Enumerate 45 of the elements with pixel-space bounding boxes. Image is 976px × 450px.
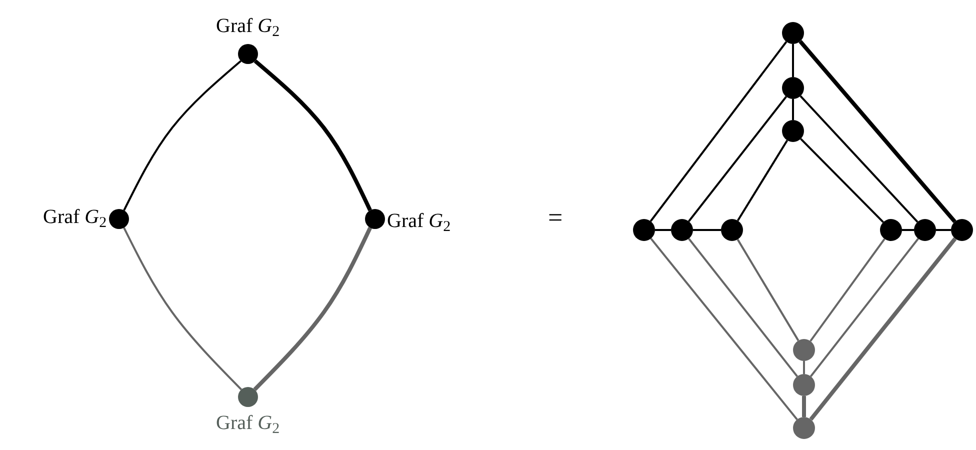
graph-edge bbox=[123, 227, 242, 390]
graph-edge bbox=[688, 96, 788, 222]
graph-edge bbox=[650, 41, 788, 222]
graph-edge bbox=[655, 229, 671, 231]
vertex-label: Graf G$_{2}$ bbox=[43, 205, 107, 229]
graph-edge bbox=[792, 44, 794, 77]
vertex-label: Graf G$_{2}$ bbox=[387, 209, 451, 233]
graph-edge bbox=[809, 237, 957, 421]
graph-edge bbox=[688, 238, 798, 377]
graph-vertex bbox=[793, 339, 815, 361]
graph-edge bbox=[650, 238, 798, 420]
graph-edge bbox=[792, 99, 794, 120]
graph-vertex bbox=[793, 417, 815, 439]
graph-vertex bbox=[109, 209, 129, 229]
graph-vertex bbox=[880, 219, 902, 241]
vertex-label: Graf G$_{2}$ bbox=[216, 14, 280, 38]
graph-edge bbox=[254, 59, 372, 212]
graph-edge bbox=[253, 226, 372, 391]
graph-vertex bbox=[914, 219, 936, 241]
graph-edge bbox=[736, 238, 800, 342]
graph-vertex bbox=[238, 44, 258, 64]
graph-edge bbox=[810, 238, 920, 377]
equals-sign: = bbox=[548, 206, 563, 230]
graph-edge bbox=[736, 140, 788, 222]
graph-edge bbox=[800, 138, 884, 223]
graph-edge bbox=[902, 229, 914, 231]
graph-vertex bbox=[721, 219, 743, 241]
graph-vertex bbox=[793, 374, 815, 396]
graph-edge bbox=[936, 229, 951, 231]
graph-vertex bbox=[782, 22, 804, 44]
graph-vertex bbox=[782, 77, 804, 99]
graph-vertex bbox=[238, 387, 258, 407]
graph-vertex bbox=[951, 219, 973, 241]
graph-vertex bbox=[782, 120, 804, 142]
graph-edge bbox=[123, 60, 242, 211]
graph-edge bbox=[800, 95, 918, 223]
graph-edge bbox=[802, 396, 806, 417]
graph-edge bbox=[803, 361, 805, 374]
vertex-label: Graf G$_{2}$ bbox=[216, 411, 280, 435]
graph-vertex bbox=[365, 209, 385, 229]
graph-vertex bbox=[671, 219, 693, 241]
graph-vertex bbox=[633, 219, 655, 241]
graph-edge bbox=[693, 229, 721, 231]
graph-edge bbox=[810, 238, 886, 342]
graph-edge bbox=[798, 40, 956, 223]
